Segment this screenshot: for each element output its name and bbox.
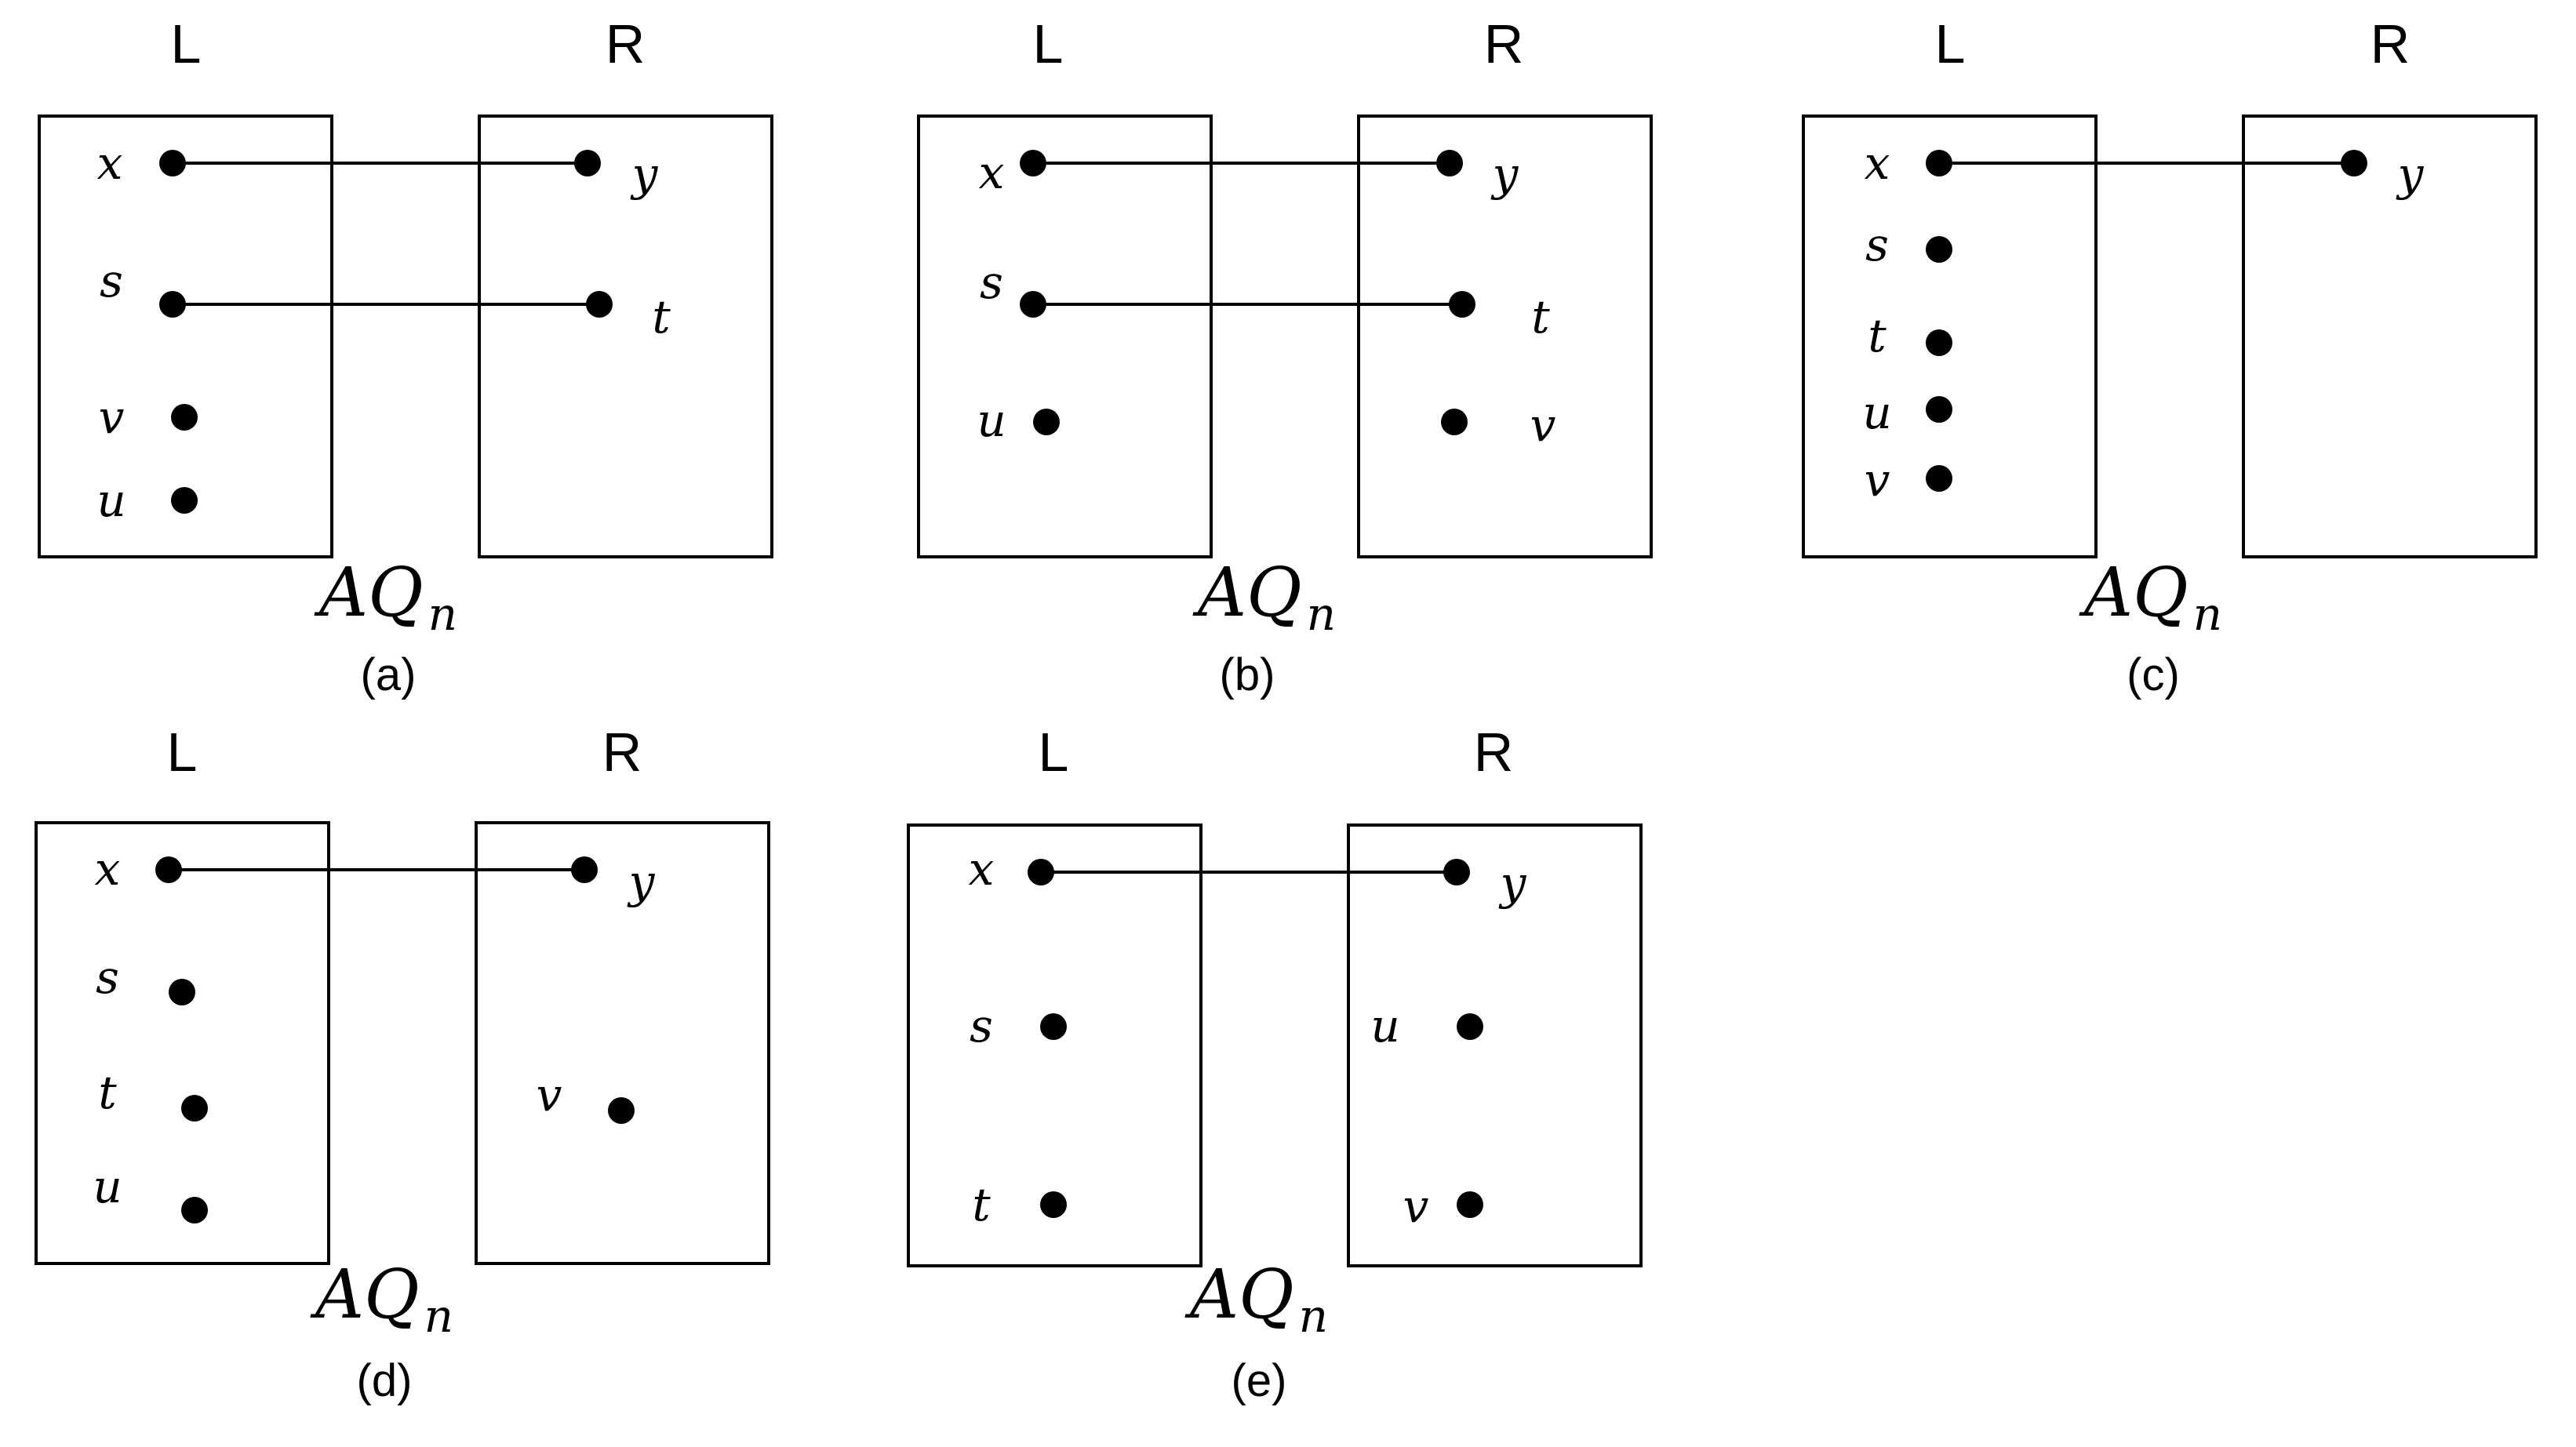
vertex-t [1040,1191,1067,1218]
vertex-label-u: u [1370,999,1399,1053]
vertex-label-t: t [652,290,671,344]
partition-box-right [1347,823,1643,1267]
panel-letter: (d) [357,1355,413,1406]
vertex-s [1020,291,1046,318]
vertex-label-v: v [1865,453,1890,507]
vertex-label-x: x [1865,136,1890,190]
partition-label-right: R [1484,13,1524,75]
vertex-y [571,856,598,883]
panel-letter: (c) [2127,649,2180,700]
partition-box-left [917,115,1213,558]
partition-box-right [2242,115,2538,558]
vertex-x [1926,150,1952,176]
vertex-t [1926,329,1952,356]
vertex-label-s: s [96,951,119,1004]
vertex-label-v: v [1403,1180,1429,1233]
vertex-x [155,856,182,883]
vertex-y [1436,150,1463,176]
vertex-label-t: t [1531,290,1550,344]
vertex-label-x: x [969,842,995,896]
vertex-s [1926,236,1952,263]
partition-box-left [35,821,330,1265]
partition-label-left: L [1935,13,1966,75]
vertex-v [171,404,198,431]
vertex-s [1040,1013,1067,1040]
panel-letter: (e) [1232,1355,1287,1406]
partition-label-left: L [171,13,202,75]
vertex-label-y: y [627,855,656,908]
partition-box-left [38,115,333,558]
vertex-label-t: t [98,1066,117,1119]
vertex-label-u: u [977,394,1006,447]
vertex-label-u: u [1862,386,1891,439]
vertex-label-u: u [93,1160,122,1213]
vertex-label-s: s [970,999,993,1053]
vertex-x [1020,150,1046,176]
vertex-label-v: v [99,391,125,444]
vertex-label-v: v [537,1068,562,1122]
vertex-u [1033,409,1060,435]
vertex-label-y: y [630,147,659,201]
partition-label-right: R [2370,13,2410,75]
vertex-v [608,1097,635,1124]
partition-label-right: R [1474,722,1514,783]
partition-box-right [478,115,773,558]
vertex-y [1443,859,1470,885]
vertex-label-t: t [1868,309,1887,362]
vertex-u [1457,1013,1483,1040]
vertex-label-s: s [1865,218,1889,271]
partition-label-left: L [1033,13,1064,75]
vertex-label-t: t [972,1178,991,1231]
vertex-t [1449,291,1475,318]
partition-label-right: R [606,13,646,75]
vertex-u [181,1197,208,1223]
vertex-label-x: x [95,842,121,896]
vertex-t [181,1095,208,1122]
vertex-u [1926,396,1952,423]
vertex-v [1457,1191,1483,1218]
vertex-y [574,150,601,176]
vertex-label-y: y [2396,147,2425,201]
vertex-label-x: x [97,136,123,190]
vertex-label-x: x [979,146,1005,199]
vertex-label-s: s [100,254,123,307]
panel-letter: (b) [1220,649,1275,700]
partition-box-left [1802,115,2098,558]
vertex-label-u: u [96,474,126,527]
vertex-u [171,487,198,514]
vertex-label-v: v [1530,398,1556,452]
vertex-y [2341,150,2367,176]
partition-box-right [475,821,770,1265]
vertex-v [1926,465,1952,492]
vertex-x [159,150,186,176]
vertex-x [1028,859,1054,885]
panel-letter: (a) [361,649,417,700]
vertex-label-s: s [980,256,1003,309]
vertex-s [159,291,186,318]
vertex-s [169,979,195,1005]
vertex-label-y: y [1498,856,1527,910]
partition-label-left: L [167,722,198,783]
vertex-t [586,291,613,318]
vertex-v [1441,409,1468,435]
partition-box-right [1357,115,1653,558]
partition-label-left: L [1039,722,1069,783]
partition-box-left [907,823,1202,1267]
partition-label-right: R [602,722,642,783]
vertex-label-y: y [1490,147,1519,201]
